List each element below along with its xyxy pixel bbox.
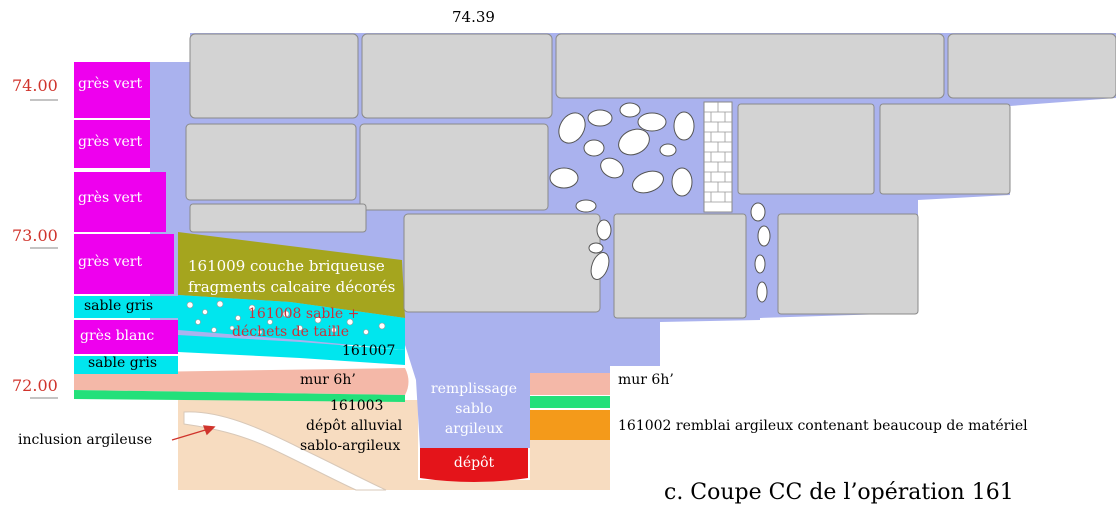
label-sable-gris-2: sable gris [88,355,158,371]
green-band-left [74,390,405,402]
gres-vert-block-3 [74,172,166,232]
label-remplissage-line1: remplissage [430,381,518,397]
label-mur-6h-right: mur 6h’ [618,372,674,388]
rubble-stones [549,102,771,303]
label-gres-vert-1: grès vert [78,76,143,92]
layer-161009-briqueuse [178,232,405,318]
layer-161002-orange [530,410,610,440]
gres-blanc-block [74,320,178,354]
gres-vert-block-1 [74,62,150,118]
brick-joints [704,102,732,203]
label-161003-line3: sablo-argileux [300,438,401,454]
label-161003-line2: dépôt alluvial [306,418,403,434]
layer-161003-alluvial [178,400,610,490]
elevation-ticks [30,99,58,399]
label-gres-vert-4: grès vert [78,254,143,270]
sable-gris-block-2 [74,356,178,374]
label-remplissage-line3: argileux [444,421,504,437]
dechets-de-taille-pattern [186,300,386,335]
inclusion-pointer [171,425,216,441]
gres-vert-block-2 [74,120,150,168]
mur-6h-right [530,373,610,395]
brick-column [703,101,733,213]
elevation-74: 74.00 [12,76,58,95]
layer-161007 [178,335,405,365]
elevation-73: 73.00 [12,226,58,245]
label-depot: dépôt [453,455,495,471]
label-mur-6h-left: mur 6h’ [300,372,356,388]
label-gres-vert-2: grès vert [78,134,143,150]
elevation-72: 72.00 [12,376,58,395]
mur-6h-left [74,368,409,395]
green-band-right [530,396,610,408]
inclusion-argileuse-shape [183,411,387,491]
stone-blocks [185,33,1116,319]
figure-caption: c. Coupe CC de l’opération 161 [664,480,1014,505]
label-161002: 161002 remblai argileux contenant beauco… [618,418,1028,434]
depot-red-fill [420,448,528,482]
label-161007: 161007 [342,343,396,359]
label-remplissage-line2: sablo [455,401,493,417]
sable-gris-block-1 [74,296,178,318]
label-161009-line1: 161009 couche briqueuse [188,257,385,275]
label-161008-line2: déchets de taille [232,324,350,340]
label-161009-line2: fragments calcaire décorés [188,278,396,296]
label-161003-line1: 161003 [330,398,384,414]
top-elevation-label: 74.39 [452,8,495,26]
label-sable-gris-1: sable gris [84,298,154,314]
label-gres-vert-3: grès vert [78,190,143,206]
label-161008-line1: 161008 sable + [248,306,360,322]
remplissage-pit [405,310,530,448]
label-inclusion-argileuse: inclusion argileuse [18,432,153,448]
label-gres-blanc: grès blanc [80,328,155,344]
layer-161008-sable [178,295,405,350]
gres-vert-block-4 [74,234,174,294]
